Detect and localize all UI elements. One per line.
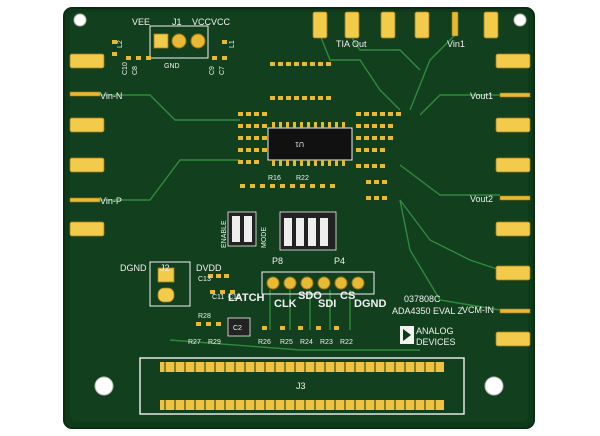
label-c7: C7	[219, 66, 226, 75]
c2-component	[227, 317, 251, 337]
j2-power-header	[149, 261, 191, 307]
label-vin-n: Vin-N	[100, 91, 122, 101]
mounting-hole-bottom-left	[94, 376, 114, 396]
label-r29: R29	[208, 339, 221, 346]
label-vcm-in: VCM-IN	[462, 305, 494, 315]
label-c14: C14	[228, 294, 241, 301]
label-p4: P4	[334, 256, 345, 266]
label-l2: L2	[117, 40, 124, 48]
label-board-name: ADA4350 EVAL Z	[392, 306, 464, 316]
label-vcc-right: VCC	[211, 17, 231, 27]
label-vout2: Vout2	[470, 194, 493, 204]
label-r22: R22	[296, 175, 309, 182]
label-latch: LATCH	[228, 292, 265, 304]
label-r16: R16	[268, 175, 281, 182]
left-edge-pads	[69, 53, 105, 237]
mounting-hole-top-left	[73, 13, 87, 27]
label-vout1: Vout1	[470, 91, 493, 101]
label-j2: J2	[160, 263, 170, 273]
j1-power-header	[149, 25, 209, 59]
label-c8: C8	[132, 66, 139, 75]
label-vcc-top: VCC	[192, 17, 212, 27]
label-j1: J1	[172, 17, 182, 27]
label-sdo: SDO	[298, 290, 322, 302]
label-vee: VEE	[132, 17, 150, 27]
label-r26: R26	[258, 339, 271, 346]
top-connector-pads	[312, 11, 499, 39]
label-dvdd: DVDD	[196, 263, 222, 273]
label-vin-p: Vin-P	[100, 196, 122, 206]
label-c11: C11	[212, 294, 224, 301]
label-u1: U1	[295, 140, 304, 147]
label-mode: MODE	[261, 227, 268, 248]
label-r25: R25	[280, 339, 293, 346]
label-clk: CLK	[274, 298, 297, 310]
label-c2: C2	[233, 325, 242, 332]
label-c13: C13	[198, 276, 211, 283]
label-r27: R27	[188, 339, 201, 346]
label-p8: P8	[272, 256, 283, 266]
u1-ic	[267, 122, 353, 166]
label-c10: C10	[122, 62, 129, 75]
label-board-id: 037808C	[404, 294, 441, 304]
label-j3: J3	[296, 381, 306, 391]
spi-header	[261, 271, 375, 295]
passive-components	[112, 40, 401, 330]
mounting-hole-bottom-right	[484, 376, 504, 396]
label-dgnd-left: DGND	[120, 263, 147, 273]
mounting-hole-top-right	[513, 13, 527, 27]
analog-devices-logo	[400, 326, 414, 344]
label-c9: C9	[209, 66, 216, 75]
copper-traces	[100, 34, 501, 351]
label-l1: L1	[229, 40, 236, 48]
j3-edge-connector	[139, 357, 465, 415]
label-tia-out: TIA Out	[336, 39, 367, 49]
dip-switches	[227, 211, 337, 251]
label-sdi: SDI	[318, 298, 336, 310]
label-enable: ENABLE	[221, 220, 228, 248]
label-logo-devices: DEVICES	[416, 337, 456, 347]
label-gnd: GND	[164, 63, 180, 70]
label-r23: R23	[320, 339, 333, 346]
label-r24: R24	[300, 339, 313, 346]
label-logo-analog: ANALOG	[416, 326, 454, 336]
label-r28: R28	[198, 313, 211, 320]
label-cs: CS	[340, 290, 355, 302]
label-vin1: Vin1	[447, 39, 465, 49]
label-r22-bottom: R22	[340, 339, 353, 346]
label-dgnd-right: DGND	[354, 298, 386, 310]
right-edge-pads	[495, 53, 531, 347]
